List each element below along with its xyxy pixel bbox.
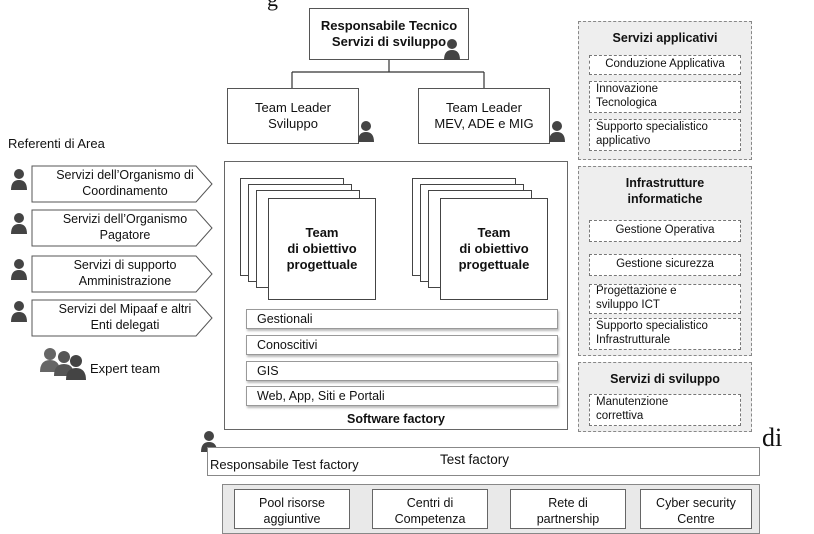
top-fragment-text: g xyxy=(267,0,278,12)
panel-title: Infrastrutture informatiche xyxy=(625,176,705,206)
bar-gis: GIS xyxy=(246,361,558,381)
responsabile-test-factory: Responsabile Test factory xyxy=(210,457,359,472)
innovazione-tecnologica-box: Innovazione Tecnologica xyxy=(589,81,741,113)
person-icon xyxy=(444,39,460,60)
person-icon xyxy=(11,213,27,234)
panel-servizi-applicativi: Servizi applicativi Conduzione Applicati… xyxy=(578,21,752,160)
responsabile-tecnico-line2: Servizi di sviluppo xyxy=(331,34,447,49)
panel-title: Servizi di sviluppo xyxy=(610,372,720,386)
supporto-applicativo-box: Supporto specialistico applicativo xyxy=(589,119,741,151)
responsabile-tecnico-box: Responsabile Tecnico Servizi di sviluppo xyxy=(309,8,469,60)
expert-team-label: Expert team xyxy=(90,361,161,376)
person-icon xyxy=(358,121,374,142)
team-leader-sviluppo-line1: Team Leader xyxy=(255,99,331,115)
person-icon xyxy=(549,121,565,142)
team-leader-sviluppo-line2: Sviluppo xyxy=(268,116,318,131)
test-factory-bar xyxy=(207,447,760,476)
test-factory-title: Test factory xyxy=(440,452,510,467)
bar-gestionali: Gestionali xyxy=(246,309,558,329)
manutenzione-correttiva-box: Manutenzione correttiva xyxy=(589,394,741,426)
supporto-infrastrutturale-box: Supporto specialistico Infrastrutturale xyxy=(589,318,741,350)
arrow-shape xyxy=(31,209,213,247)
gestione-operativa-box: Gestione Operativa xyxy=(589,220,741,242)
group-icon xyxy=(40,348,86,380)
conduzione-applicativa-box: Conduzione Applicativa xyxy=(589,55,741,75)
arrow-shape xyxy=(31,165,213,203)
panel-servizi-sviluppo: Servizi di sviluppo Manutenzione corrett… xyxy=(578,362,752,432)
team-leader-mev-box: Team Leader MEV, ADE e MIG xyxy=(418,88,550,144)
person-icon xyxy=(11,169,27,190)
progettazione-sviluppo-box: Progettazione e sviluppo ICT xyxy=(589,284,741,314)
team-leader-mev-line1: Team Leader xyxy=(446,99,522,115)
arrow-shape xyxy=(31,299,213,337)
person-icon xyxy=(11,301,27,322)
side-text: di xyxy=(762,423,783,452)
panel-title: Servizi applicativi xyxy=(612,31,718,45)
gestione-sicurezza-box: Gestione sicurezza xyxy=(589,254,741,276)
team-leader-sviluppo-box: Team Leader Sviluppo xyxy=(227,88,359,144)
person-icon xyxy=(11,259,27,280)
bar-web: Web, App, Siti e Portali xyxy=(246,386,558,406)
arrow-shape xyxy=(31,255,213,293)
panel-infrastrutture: Infrastrutture informatiche Gestione Ope… xyxy=(578,166,752,356)
team-leader-mev-line2: MEV, ADE e MIG xyxy=(434,116,534,131)
bar-conoscitivi: Conoscitivi xyxy=(246,335,558,355)
software-factory-label: Software factory xyxy=(347,412,445,426)
referenti-title: Referenti di Area xyxy=(8,136,105,151)
responsabile-tecnico-line1: Responsabile Tecnico xyxy=(320,17,458,33)
